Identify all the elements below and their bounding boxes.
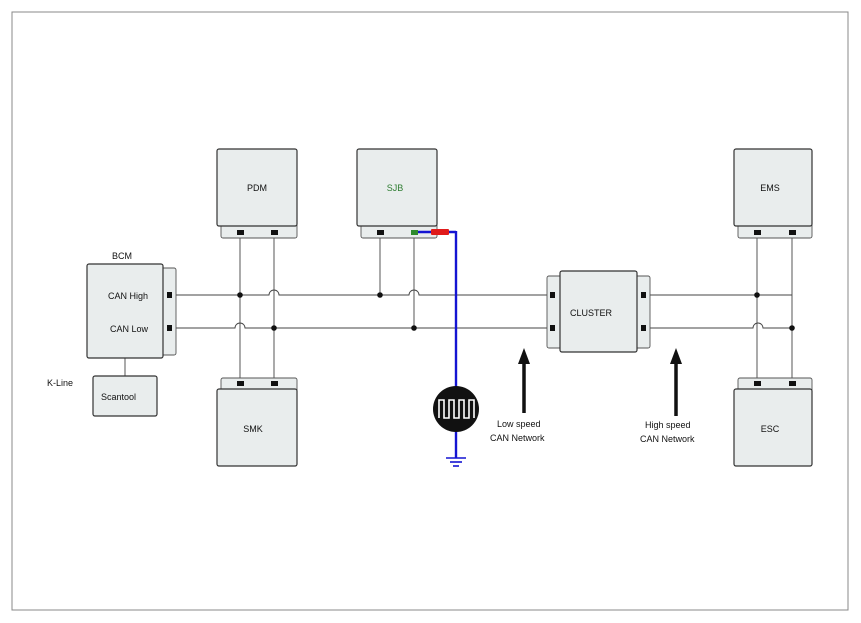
sjb-label: SJB <box>387 183 404 193</box>
esc-module: ESC <box>733 377 813 467</box>
high-speed-label: High speed <box>645 420 691 430</box>
pdm-module: PDM <box>216 148 298 239</box>
bcm-can-low-label: CAN Low <box>110 324 149 334</box>
ems-label: EMS <box>760 183 780 193</box>
sjb-module: SJB <box>356 148 438 239</box>
bcm-label: BCM <box>112 251 132 261</box>
can-high-bus-low-speed <box>174 289 554 296</box>
pdm-label: PDM <box>247 183 267 193</box>
scantool-label: Scantool <box>101 392 136 402</box>
smk-label: SMK <box>243 424 263 434</box>
smk-module: SMK <box>216 377 298 467</box>
esc-label: ESC <box>761 424 780 434</box>
high-speed-arrow: High speed CAN Network <box>640 348 695 444</box>
low-speed-network-label: CAN Network <box>490 433 545 443</box>
ground-icon <box>446 457 466 467</box>
ems-module: EMS <box>733 148 813 239</box>
cluster-module: CLUSTER <box>546 270 651 353</box>
bcm-module: BCM CAN High CAN Low <box>86 251 177 359</box>
vertical-drops <box>124 234 793 384</box>
high-speed-network-label: CAN Network <box>640 434 695 444</box>
junction-dots <box>237 292 795 331</box>
bcm-can-high-label: CAN High <box>108 291 148 301</box>
can-low-bus-high-speed <box>645 322 792 329</box>
low-speed-arrow: Low speed CAN Network <box>490 348 545 443</box>
low-speed-label: Low speed <box>497 419 541 429</box>
probe-tip <box>431 229 449 235</box>
oscilloscope-probe <box>418 229 479 467</box>
sjb-probe-pin <box>411 230 418 235</box>
scantool-module: Scantool K-Line <box>47 375 158 417</box>
k-line-label: K-Line <box>47 378 73 388</box>
square-wave-icon <box>433 386 479 432</box>
cluster-label: CLUSTER <box>570 308 613 318</box>
